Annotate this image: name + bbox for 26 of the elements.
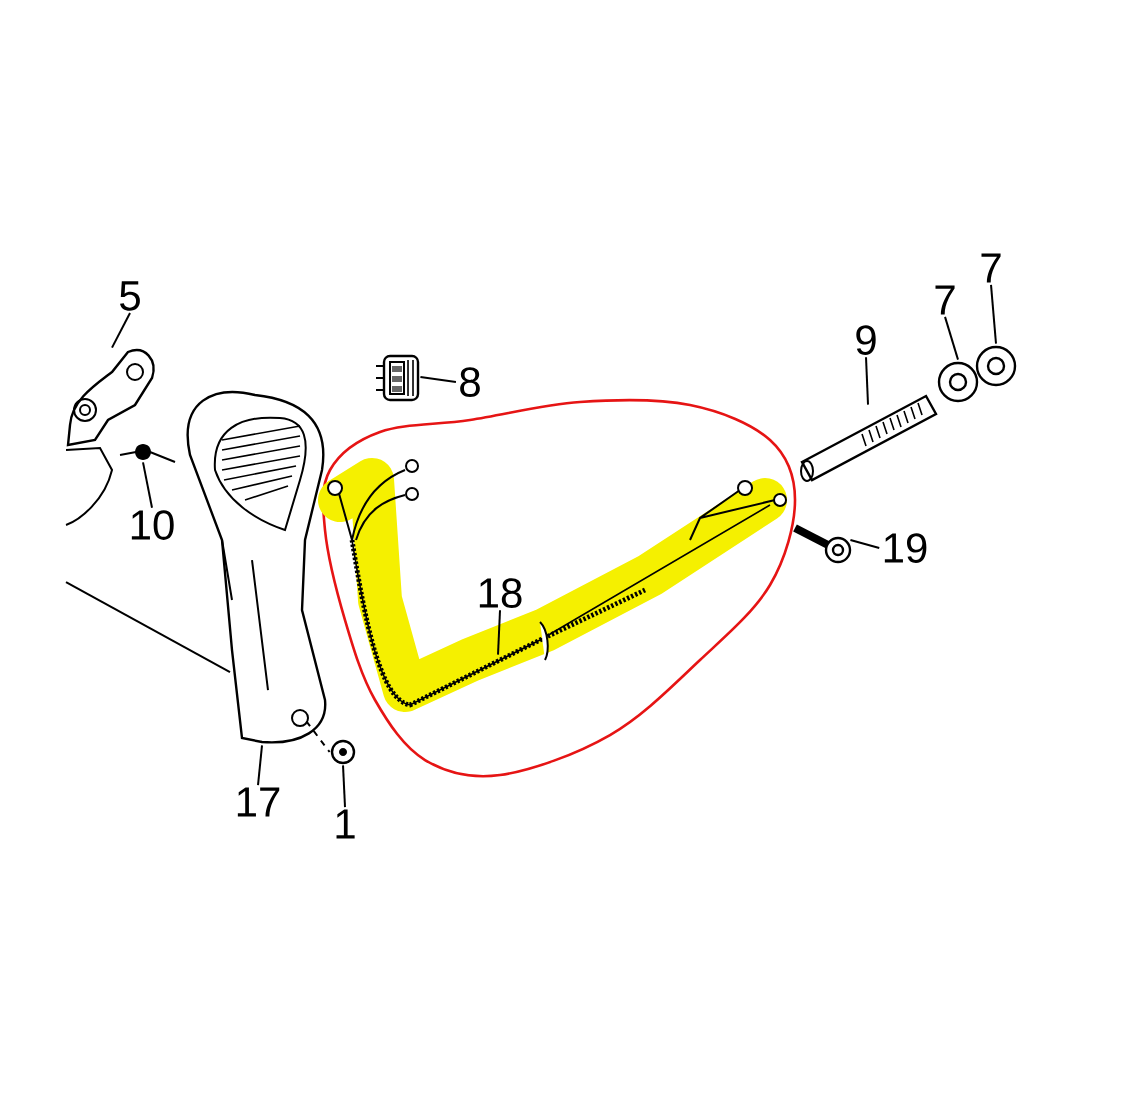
- bolt-drawing: [793, 524, 852, 564]
- callout-number: 1: [336, 809, 355, 839]
- grip-drawing: [186, 390, 327, 744]
- leader-line: [849, 539, 881, 549]
- callout-number: 19: [884, 533, 927, 563]
- nut-drawing: [119, 444, 176, 463]
- callout-number: 8: [460, 367, 480, 397]
- connector-drawing: [375, 354, 420, 402]
- pin-drawing: [800, 394, 938, 482]
- callout-number: 10: [131, 510, 174, 540]
- leader-line: [142, 461, 153, 509]
- callout-number: 7: [935, 285, 955, 315]
- leader-line: [257, 744, 263, 787]
- leader-line: [990, 283, 997, 345]
- leader-line: [111, 312, 131, 349]
- leader-line: [865, 356, 869, 406]
- leader-line: [342, 764, 346, 809]
- leader-line: [305, 720, 331, 753]
- callout-number: 7: [981, 253, 1001, 283]
- nut-drawing: [330, 739, 356, 765]
- leader-line: [419, 376, 457, 383]
- callout-number: 5: [120, 281, 140, 311]
- callout-number: 9: [856, 325, 876, 355]
- callout-number: 17: [237, 787, 280, 817]
- wire-harness-drawing: [318, 458, 787, 712]
- leader-line: [944, 315, 959, 361]
